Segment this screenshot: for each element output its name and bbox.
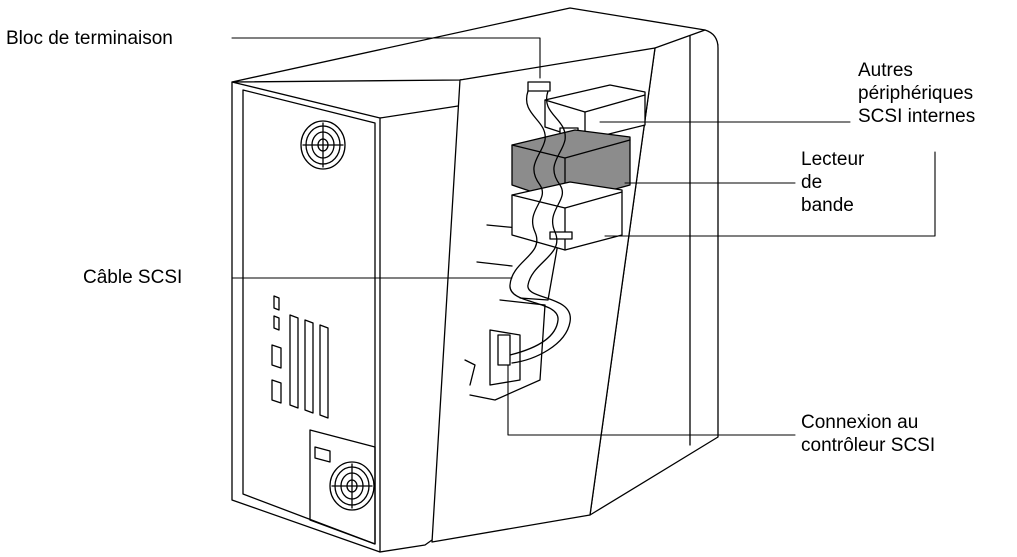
leader-controller [507,364,796,436]
label-tape-drive: Lecteur de bande [801,149,865,216]
label-other-devices: Autres périphériques SCSI internes [858,60,976,127]
bottom-fan [309,429,376,545]
tower-case [231,7,719,553]
expansion-slots [271,295,329,419]
scsi-ribbon-cable [497,81,571,366]
top-fan [300,120,346,170]
leader-other-devices-bottom [604,151,936,237]
internal-scsi-device-bottom [511,181,623,251]
label-controller: Connexion au contrôleur SCSI [801,412,936,456]
label-scsi-cable: Câble SCSI [83,267,183,288]
leader-terminator [231,37,541,79]
label-terminator: Bloc de terminaison [6,28,173,49]
leader-lines [231,37,936,436]
